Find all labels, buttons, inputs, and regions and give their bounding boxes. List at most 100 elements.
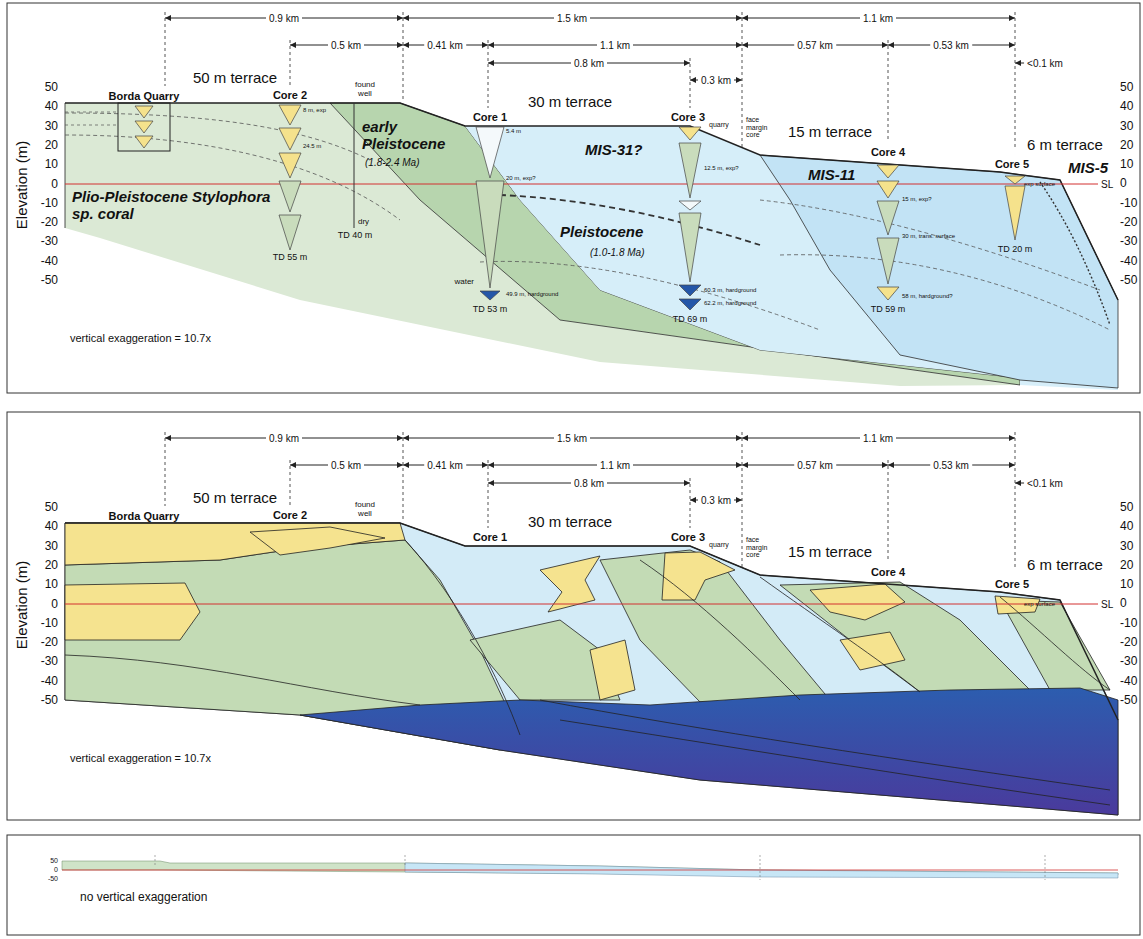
tick-label: 30 — [45, 540, 58, 553]
tick-label: 40 — [1120, 101, 1133, 114]
tick-label: 40 — [45, 521, 58, 534]
dimension-label: 0.5 km — [328, 40, 364, 51]
scale-note: vertical exaggeration = 10.7x — [70, 332, 211, 344]
true-scale-section — [62, 855, 1118, 880]
tick-label: 0 — [1120, 177, 1127, 190]
depth-label: TD 20 m — [998, 245, 1033, 255]
dimension-label: 0.3 km — [698, 75, 734, 86]
tick-label: -30 — [41, 656, 58, 669]
tick-label: -10 — [1120, 617, 1137, 630]
tick-label: 40 — [1120, 521, 1133, 534]
dimension-label: 0.3 km — [698, 495, 734, 506]
age-label: (1.8-2.4 Ma) — [365, 157, 419, 168]
depth-label: TD 55 m — [273, 253, 308, 263]
unit-label: MIS-31? — [585, 142, 643, 159]
core-label: Core 3 — [671, 531, 705, 543]
dimension-label: 1.5 km — [554, 433, 590, 444]
tick-label: -10 — [41, 617, 58, 630]
core-annotation: 15 m, exp? — [902, 196, 932, 203]
tick-label: -40 — [1120, 675, 1137, 688]
unit-label: MIS-5 — [1068, 160, 1108, 177]
note-label: exp surface — [1024, 601, 1055, 608]
axis-title: Elevation (m) — [14, 141, 31, 229]
tick-label: 50 — [50, 857, 58, 865]
tick-label: 0 — [1120, 597, 1127, 610]
note-label: water — [454, 278, 474, 287]
core-annotation: 60.3 m, hardground — [704, 287, 756, 294]
dimension-label: 0.9 km — [266, 13, 302, 24]
tick-label: -50 — [41, 694, 58, 707]
core-annotation: 8 m, exp — [303, 107, 326, 114]
tick-label: -20 — [1120, 217, 1137, 230]
site-label: Borda Quarry — [109, 510, 180, 522]
scale-note: no vertical exaggeration — [80, 891, 207, 904]
dimension-label: 0.57 km — [794, 40, 836, 51]
tick-label: 50 — [1120, 81, 1133, 94]
dimension-label: 0.53 km — [930, 40, 972, 51]
tick-label: 40 — [45, 101, 58, 114]
dimension-label: 1.1 km — [860, 13, 896, 24]
axis-title: Elevation (m) — [14, 561, 31, 649]
depth-label: TD 69 m — [673, 315, 708, 325]
tick-label: 50 — [45, 501, 58, 514]
terrace-label: 6 m terrace — [1027, 137, 1103, 154]
dimension-label: 1.1 km — [860, 433, 896, 444]
well-label: found well — [349, 501, 381, 519]
dimension-label: 0.9 km — [266, 433, 302, 444]
tick-label: 20 — [45, 559, 58, 572]
terrace-label: 15 m terrace — [788, 544, 872, 561]
core-annotation: 12.5 m, exp? — [704, 165, 739, 172]
tick-label: 20 — [1120, 559, 1133, 572]
terrace-label: 30 m terrace — [528, 94, 612, 111]
core-annotation: 5.4 m — [506, 128, 521, 135]
dimension-label: 0.41 km — [424, 40, 466, 51]
tick-label: 0 — [51, 598, 58, 611]
tick-label: 30 — [45, 120, 58, 133]
tick-label: -20 — [41, 217, 58, 230]
note-label: dry — [358, 218, 369, 227]
core-annotation: 62.2 m, hardground — [704, 300, 756, 307]
dimension-label: 0.5 km — [328, 460, 364, 471]
scale-note: vertical exaggeration = 10.7x — [70, 752, 211, 764]
tick-label: -40 — [41, 255, 58, 268]
dimension-label: 1.1 km — [597, 40, 633, 51]
tick-label: -20 — [41, 637, 58, 650]
terrace-label: 50 m terrace — [193, 70, 277, 87]
geologic-section-1 — [65, 103, 1118, 390]
note-label: exp surface — [1024, 181, 1055, 188]
tick-label: -40 — [41, 675, 58, 688]
dimension-label: 1.1 km — [597, 460, 633, 471]
tick-label: 10 — [1120, 579, 1133, 592]
tick-label: 50 — [45, 81, 58, 94]
tick-label: -30 — [1120, 656, 1137, 669]
dimension-label: 0.8 km — [571, 58, 607, 69]
well-label: found well — [349, 81, 381, 99]
note-label: face margin core — [746, 116, 780, 139]
panel-frame — [7, 835, 1140, 935]
tick-label: 20 — [45, 139, 58, 152]
tick-label: -50 — [1120, 694, 1137, 707]
core-label: Core 5 — [995, 158, 1029, 170]
unit-label: early Pleistocene — [362, 119, 454, 152]
dimension-label: 0.41 km — [424, 460, 466, 471]
core-label: Core 2 — [273, 89, 307, 101]
core-label: Core 4 — [871, 566, 905, 578]
sea-level-label: SL — [1101, 179, 1113, 190]
sea-level-label: SL — [1101, 599, 1113, 610]
core-label: Core 1 — [473, 531, 507, 543]
note-label: face margin core — [746, 536, 780, 559]
core-annotation: 24.5 m — [303, 143, 321, 150]
core-annotation: 58 m, hardground? — [902, 293, 953, 300]
dimension-label: 0.8 km — [571, 478, 607, 489]
tick-label: 20 — [1120, 139, 1133, 152]
core-label: Core 2 — [273, 509, 307, 521]
terrace-label: 15 m terrace — [788, 124, 872, 141]
panel-frame — [7, 412, 1140, 820]
depth-label: TD 40 m — [338, 231, 373, 241]
note-label: quarry — [709, 121, 729, 129]
core-annotation: 20 m, exp? — [506, 175, 536, 182]
tick-label: 10 — [45, 159, 58, 172]
note-label: quarry — [709, 541, 729, 549]
tick-label: 10 — [1120, 159, 1133, 172]
